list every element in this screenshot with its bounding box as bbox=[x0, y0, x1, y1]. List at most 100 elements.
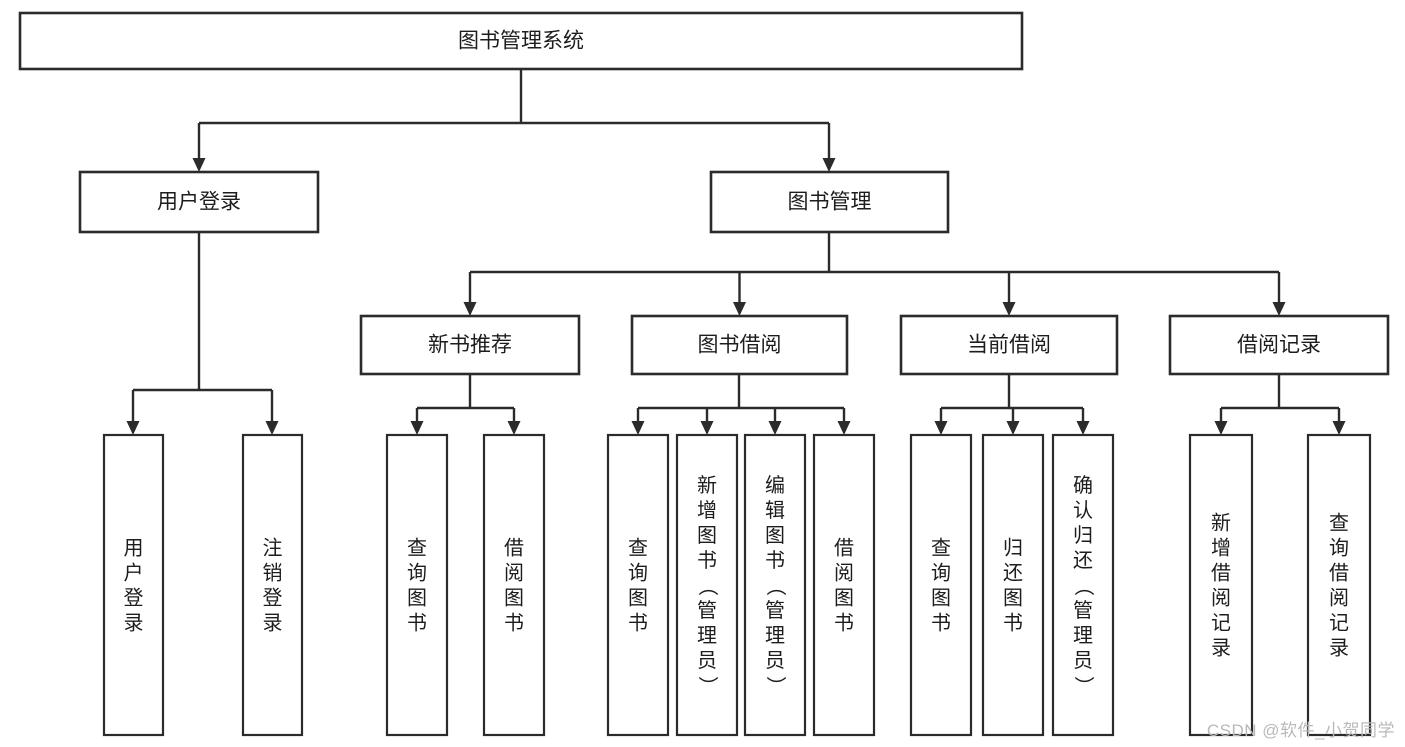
svg-text:书: 书 bbox=[834, 612, 854, 635]
level2-box[interactable] bbox=[78, 170, 320, 234]
level3-box[interactable] bbox=[630, 314, 849, 376]
svg-text:理: 理 bbox=[697, 625, 717, 647]
svg-text:用: 用 bbox=[124, 538, 144, 560]
svg-text:）: ） bbox=[696, 676, 719, 696]
svg-text:查: 查 bbox=[931, 537, 951, 560]
root-box[interactable] bbox=[18, 11, 1024, 71]
svg-text:阅: 阅 bbox=[1329, 587, 1349, 610]
svg-text:图: 图 bbox=[504, 588, 524, 610]
level3-box[interactable] bbox=[1168, 314, 1390, 376]
leaf-box[interactable] bbox=[909, 433, 973, 737]
node-当前借阅[interactable]: 当前借阅 bbox=[899, 314, 1119, 376]
svg-text:书: 书 bbox=[765, 549, 785, 572]
leaf-box[interactable] bbox=[1051, 433, 1115, 737]
arrow-head-icon bbox=[1006, 421, 1020, 435]
svg-text:询: 询 bbox=[1329, 537, 1349, 560]
arrow-head-icon bbox=[463, 302, 477, 316]
leaf-box[interactable] bbox=[1306, 433, 1372, 737]
svg-text:认: 认 bbox=[1073, 499, 1093, 522]
arrow-head-icon bbox=[1214, 421, 1228, 435]
svg-text:确: 确 bbox=[1073, 474, 1093, 497]
arrow-head-icon bbox=[733, 302, 746, 316]
node-借阅记录[interactable]: 借阅记录 bbox=[1168, 314, 1390, 376]
svg-text:书: 书 bbox=[1003, 612, 1023, 635]
leaf-box[interactable] bbox=[102, 433, 165, 737]
svg-text:员: 员 bbox=[1073, 650, 1093, 672]
node-图书管理系统[interactable]: 图书管理系统 bbox=[18, 11, 1024, 71]
node-图书借阅[interactable]: 图书借阅 bbox=[630, 314, 849, 376]
node-label: 图书管理系统 bbox=[458, 30, 584, 53]
node-label: 用户登录 bbox=[157, 191, 241, 214]
node-用户登录[interactable]: 用户登录 bbox=[78, 170, 320, 234]
svg-text:录: 录 bbox=[1211, 638, 1231, 660]
leaf-box[interactable] bbox=[675, 433, 739, 737]
svg-text:管: 管 bbox=[1073, 599, 1093, 622]
leaf-box[interactable] bbox=[812, 433, 876, 737]
level2-box[interactable] bbox=[709, 170, 950, 234]
leaf-box[interactable] bbox=[981, 433, 1045, 737]
connector-layer bbox=[126, 69, 1346, 435]
svg-text:阅: 阅 bbox=[504, 562, 524, 585]
arrow-head-icon bbox=[1332, 421, 1346, 435]
node-label: 借阅记录 bbox=[1237, 334, 1321, 357]
svg-text:图: 图 bbox=[834, 588, 854, 610]
svg-text:（: （ bbox=[1072, 576, 1095, 596]
leaf-box[interactable] bbox=[1188, 433, 1254, 737]
leaf-box[interactable] bbox=[385, 433, 449, 737]
svg-text:登: 登 bbox=[124, 587, 144, 610]
svg-text:（: （ bbox=[764, 576, 787, 596]
level3-box[interactable] bbox=[899, 314, 1119, 376]
svg-text:录: 录 bbox=[263, 613, 283, 635]
svg-text:员: 员 bbox=[765, 650, 785, 672]
leaf-box[interactable] bbox=[482, 433, 546, 737]
svg-text:查: 查 bbox=[628, 537, 648, 560]
leaf-box[interactable] bbox=[743, 433, 807, 737]
level3-box[interactable] bbox=[359, 314, 581, 376]
svg-text:户: 户 bbox=[124, 562, 144, 585]
svg-text:新: 新 bbox=[697, 474, 717, 497]
svg-text:录: 录 bbox=[124, 613, 144, 635]
svg-text:理: 理 bbox=[765, 625, 785, 647]
arrow-head-icon bbox=[507, 421, 521, 435]
arrow-head-icon bbox=[192, 158, 206, 172]
svg-text:（: （ bbox=[696, 576, 719, 596]
node-图书管理[interactable]: 图书管理 bbox=[709, 170, 950, 234]
svg-text:书: 书 bbox=[697, 549, 717, 572]
node-label: 图书借阅 bbox=[698, 334, 782, 357]
node-新书推荐[interactable]: 新书推荐 bbox=[359, 314, 581, 376]
svg-text:还: 还 bbox=[1073, 549, 1093, 572]
svg-text:管: 管 bbox=[765, 599, 785, 622]
arrow-head-icon bbox=[700, 421, 714, 435]
svg-text:图: 图 bbox=[765, 525, 785, 547]
svg-text:借: 借 bbox=[1329, 562, 1349, 585]
svg-text:图: 图 bbox=[407, 588, 427, 610]
svg-text:记: 记 bbox=[1211, 612, 1231, 635]
svg-text:书: 书 bbox=[504, 612, 524, 635]
arrow-head-icon bbox=[410, 421, 424, 435]
svg-text:增: 增 bbox=[1211, 537, 1231, 560]
leaf-node-用户登录[interactable]: 用户登录 bbox=[102, 433, 165, 737]
svg-text:登: 登 bbox=[263, 587, 283, 610]
leaf-box[interactable] bbox=[606, 433, 670, 737]
svg-text:图: 图 bbox=[931, 588, 951, 610]
leaf-box[interactable] bbox=[241, 433, 304, 737]
